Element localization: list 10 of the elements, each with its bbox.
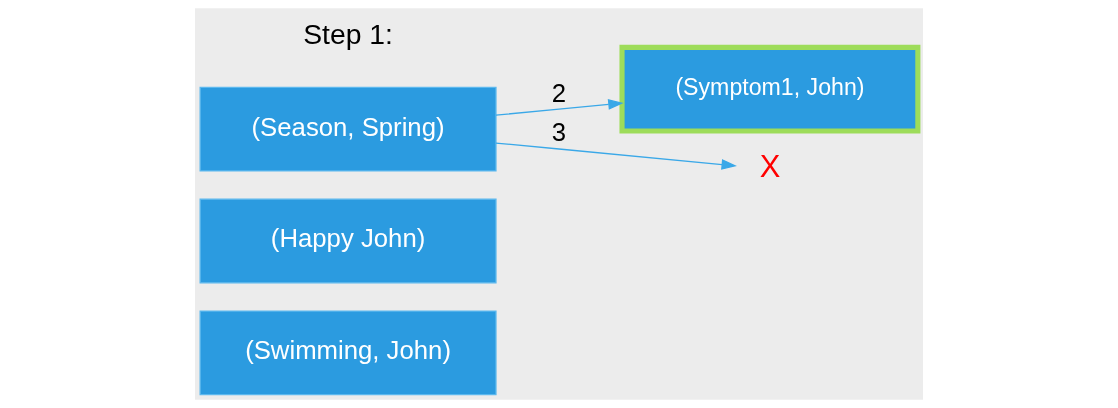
label: Step 1:	[303, 17, 393, 50]
node-box: (Swimming, John)	[199, 310, 497, 396]
node-box: (Happy John)	[199, 198, 497, 284]
node-box: (Symptom1, John)	[619, 44, 921, 134]
edge-label: 2	[551, 79, 567, 108]
arrow	[495, 99, 624, 116]
node-box: (Season, Spring)	[199, 86, 497, 172]
edge-label: 3	[551, 117, 567, 146]
node-text: X	[759, 148, 781, 184]
arrow	[495, 142, 737, 170]
